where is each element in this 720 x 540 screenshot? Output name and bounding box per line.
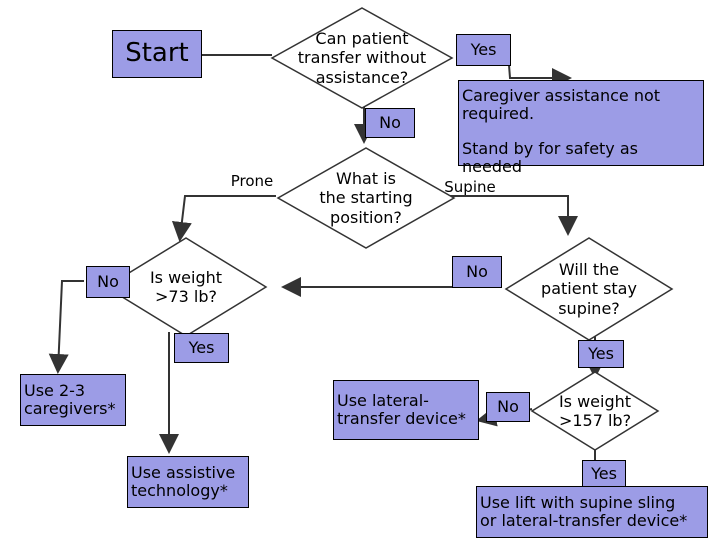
question-position: What is the starting position? [319, 169, 413, 227]
question-transfer: Can patient transfer without assistance? [297, 29, 427, 87]
box-use-2-3-caregivers: Use 2-3 caregivers* [20, 374, 126, 426]
label-no-top: No [365, 108, 415, 138]
label-yes-right: Yes [578, 340, 624, 368]
diamond-weight-73: Is weight >73 lb? [104, 237, 268, 337]
label-yes-bottom: Yes [582, 460, 626, 488]
caregiver-box: Caregiver assistance not required. Stand… [458, 80, 704, 176]
label-prone: Prone [230, 172, 274, 191]
connector-weight73-no [48, 280, 84, 374]
connector-supine [448, 195, 578, 236]
label-no-left: No [86, 266, 130, 298]
question-weight-73: Is weight >73 lb? [149, 267, 223, 306]
diamond-weight-157: Is weight >157 lb? [530, 371, 660, 451]
label-no-right: No [486, 392, 530, 422]
label-no-middle: No [452, 256, 502, 288]
diamond-stay-supine: Will the patient stay supine? [504, 237, 674, 341]
caregiver-text: Caregiver assistance not required. [462, 86, 661, 124]
connector-prone [171, 195, 276, 242]
box-use-lateral-transfer: Use lateral- transfer device* [333, 380, 479, 440]
start-label: Start [125, 38, 189, 69]
connector-yes-caregiver [507, 51, 572, 88]
diamond-position: What is the starting position? [276, 147, 456, 249]
label-yes-left: Yes [174, 333, 229, 363]
question-stay-supine: Will the patient stay supine? [541, 260, 637, 318]
question-weight-157: Is weight >157 lb? [558, 391, 632, 430]
box-use-assistive-technology: Use assistive technology* [127, 456, 249, 508]
label-supine: Supine [444, 178, 496, 197]
box-use-lift: Use lift with supine sling or lateral-tr… [476, 486, 708, 538]
diamond-transfer: Can patient transfer without assistance? [270, 7, 454, 109]
label-yes-top: Yes [456, 34, 511, 66]
stand-by-text: Stand by for safety as needed [462, 138, 638, 177]
start-box: Start [112, 30, 202, 78]
